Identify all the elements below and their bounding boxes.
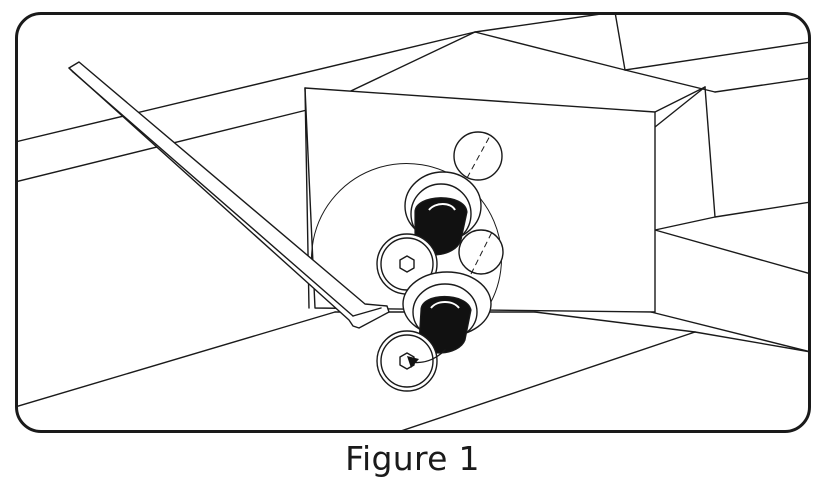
- figure-caption: Figure 1: [345, 439, 480, 478]
- hex-key-icon: [68, 61, 390, 329]
- figure-frame: [15, 12, 811, 433]
- reference-circles: [453, 131, 504, 275]
- arrow-icon: [407, 349, 446, 368]
- lower-bolt: [376, 271, 492, 392]
- assembly-illustration: [18, 15, 808, 430]
- mounting-bracket: [304, 86, 706, 313]
- frame-beams: [18, 15, 808, 430]
